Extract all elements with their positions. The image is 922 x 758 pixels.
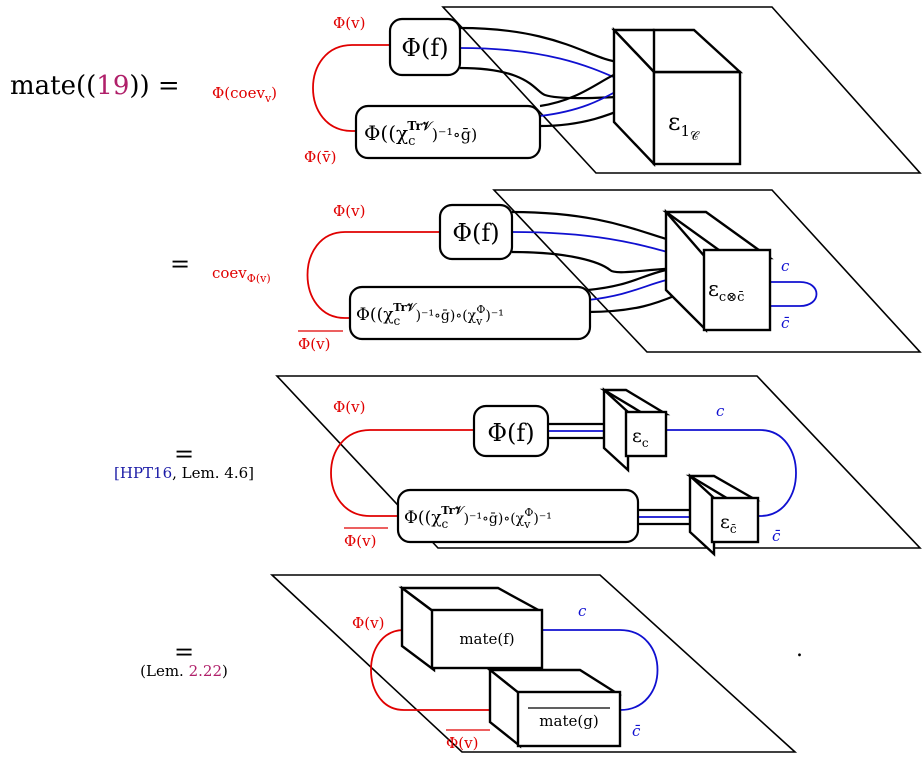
label-cbar-3: c̄ — [772, 527, 781, 545]
svg-text:ε1𝒞: ε1𝒞 — [668, 108, 700, 143]
node-phi-g-2-label: Φ((χcTr𝒱)⁻¹∘ḡ)∘(χvΦ)⁻¹ — [356, 301, 504, 328]
node-phi-g-1 — [354, 104, 542, 160]
plane-2 — [492, 189, 922, 353]
label-phi-v-top-3: Φ(v) — [333, 398, 365, 416]
label-cbar-2: c̄ — [781, 314, 790, 332]
plane-4 — [269, 574, 798, 753]
lhs-equation: mate((19)) = — [10, 71, 180, 101]
node-phi-f-3 — [472, 404, 550, 458]
label-phi-v-top-4: Φ(v) — [352, 614, 384, 632]
row-2-equals: = — [170, 250, 190, 278]
label-phi-v-bottom-3: Φ(v) — [344, 532, 376, 550]
node-phi-f-1 — [388, 17, 462, 77]
svg-text:εc̄: εc̄ — [720, 511, 737, 536]
cube-epsilon-1c: ε1𝒞 — [611, 27, 744, 167]
label-c-3: c — [716, 402, 725, 420]
label-c-4: c — [578, 602, 587, 620]
row-4: = (Lem. 2.22) mate(f) mate(g) c c̄ Φ(v) … — [140, 574, 803, 753]
node-phi-f-2 — [438, 203, 514, 261]
cube-epsilon-c: εc — [599, 387, 671, 473]
node-phi-f-2-label: Φ(f) — [452, 219, 499, 247]
red-strand-4 — [370, 629, 490, 711]
node-phi-g-3 — [396, 488, 640, 544]
cube-epsilon-cbar: εc̄ — [685, 473, 761, 557]
label-cbar-4: c̄ — [632, 722, 641, 740]
cube-mate-g: mate(g) — [486, 667, 623, 749]
label-phi-v-top-2: Φ(v) — [333, 202, 365, 220]
row-3: = [HPT16, Lem. 4.6] Φ(f) Φ((χcTr𝒱)⁻¹∘ḡ)∘… — [114, 375, 922, 557]
node-phi-f-3-label: Φ(f) — [487, 419, 534, 447]
row-1: mate((19)) = Φ(f) Φ((χcTr𝒱)⁻¹∘ḡ) ε1𝒞 Φ(v… — [10, 6, 922, 174]
row-3-citation: [HPT16, Lem. 4.6] — [114, 464, 254, 482]
node-phi-g-1-label: Φ((χcTr𝒱)⁻¹∘ḡ) — [364, 119, 477, 149]
row-4-reference: (Lem. 2.22) — [140, 662, 228, 680]
label-phi-v-top-1: Φ(v) — [333, 14, 365, 32]
blue-strand-3 — [665, 429, 797, 517]
blue-cap-2 — [770, 281, 818, 307]
label-phi-coev-1: Φ(coevv) — [212, 84, 277, 105]
red-strand-1 — [312, 44, 392, 132]
label-coev-phi-v-2: coevΦ(v) — [212, 264, 271, 285]
red-strand-3 — [330, 429, 474, 517]
svg-text:mate(g): mate(g) — [539, 712, 598, 730]
cube-epsilon-c-cbar: εc⊗c̄ — [662, 208, 774, 333]
svg-text:εc⊗c̄: εc⊗c̄ — [708, 277, 744, 305]
blue-strand-4 — [540, 629, 659, 711]
closing-period: . — [796, 637, 803, 662]
svg-text:εc: εc — [632, 425, 649, 450]
node-phi-g-2 — [348, 285, 592, 341]
label-c-2: c — [781, 257, 790, 275]
label-phi-v-bottom-4: Φ(v) — [446, 734, 478, 752]
row-2: = Φ(f) Φ((χcTr𝒱)⁻¹∘ḡ)∘(χvΦ)⁻¹ εc⊗c̄ c c̄… — [170, 189, 922, 353]
plane-1 — [441, 6, 922, 174]
equation-reference: 19 — [96, 71, 129, 101]
node-phi-g-3-label: Φ((χcTr𝒱)⁻¹∘ḡ)∘(χvΦ)⁻¹ — [404, 504, 552, 531]
label-phi-vbar-1: Φ(v̄) — [304, 148, 336, 166]
plane-3 — [275, 375, 922, 549]
red-strand-2 — [306, 231, 440, 319]
svg-text:mate(f): mate(f) — [459, 630, 514, 648]
label-phi-v-bottom-2: Φ(v) — [298, 335, 330, 353]
node-phi-f-1-label: Φ(f) — [401, 34, 448, 62]
cube-mate-f: mate(f) — [398, 585, 544, 673]
row-3-equals: = — [174, 440, 194, 468]
row-4-equals: = — [174, 638, 194, 666]
